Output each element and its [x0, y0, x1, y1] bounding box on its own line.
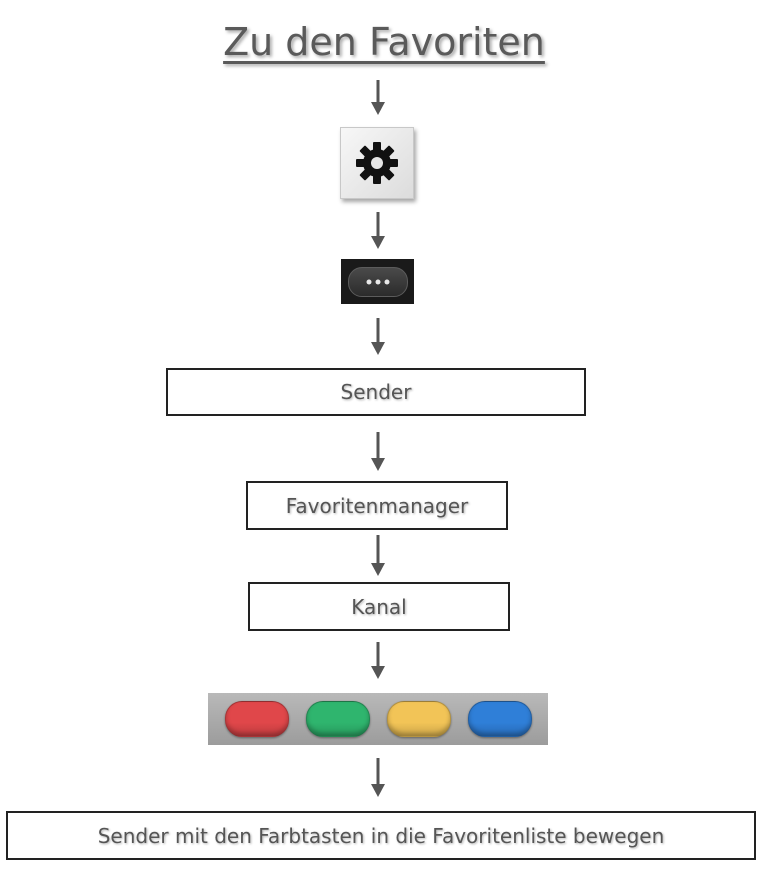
step-final: Sender mit den Farbtasten in die Favorit…	[6, 811, 756, 860]
arrow-down-icon	[370, 80, 386, 116]
arrow-down-icon	[370, 318, 386, 356]
more-options-button[interactable]	[341, 259, 414, 304]
arrow-down-icon	[370, 535, 386, 577]
color-keys-remote	[208, 693, 548, 745]
arrow-down-icon	[370, 642, 386, 680]
yellow-key-button[interactable]	[386, 701, 451, 737]
step-kanal: Kanal	[248, 582, 510, 631]
red-key-button[interactable]	[224, 701, 289, 737]
arrow-down-icon	[370, 432, 386, 472]
blue-key-button[interactable]	[467, 701, 532, 737]
ellipsis-icon	[366, 279, 389, 284]
settings-button[interactable]	[340, 127, 414, 199]
green-key-button[interactable]	[305, 701, 370, 737]
arrow-down-icon	[370, 758, 386, 798]
step-favoritenmanager: Favoritenmanager	[246, 481, 508, 530]
diagram-title: Zu den Favoriten	[223, 20, 545, 64]
arrow-down-icon	[370, 212, 386, 250]
step-sender: Sender	[166, 368, 586, 416]
gear-icon	[356, 142, 398, 184]
